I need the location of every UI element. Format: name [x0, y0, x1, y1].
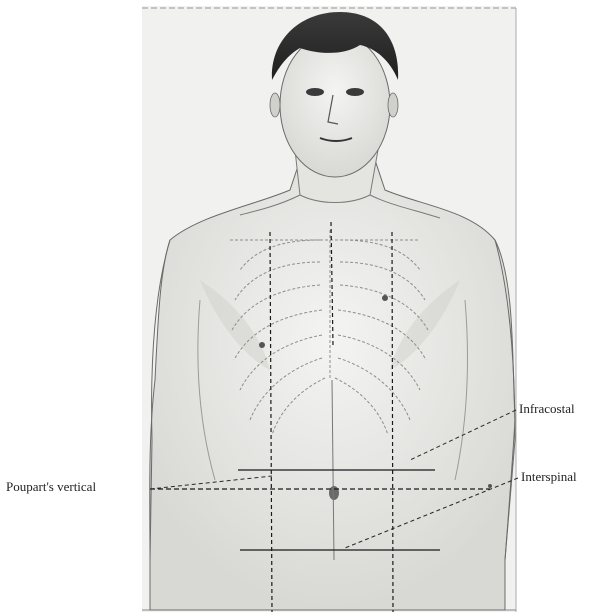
navel [329, 486, 339, 500]
infracostal-label: Infracostal [519, 401, 575, 417]
left-eye [306, 88, 324, 96]
interspinal-label: Interspinal [521, 469, 577, 485]
right-eye [346, 88, 364, 96]
poupart-vertical-label: Poupart's vertical [6, 479, 96, 495]
